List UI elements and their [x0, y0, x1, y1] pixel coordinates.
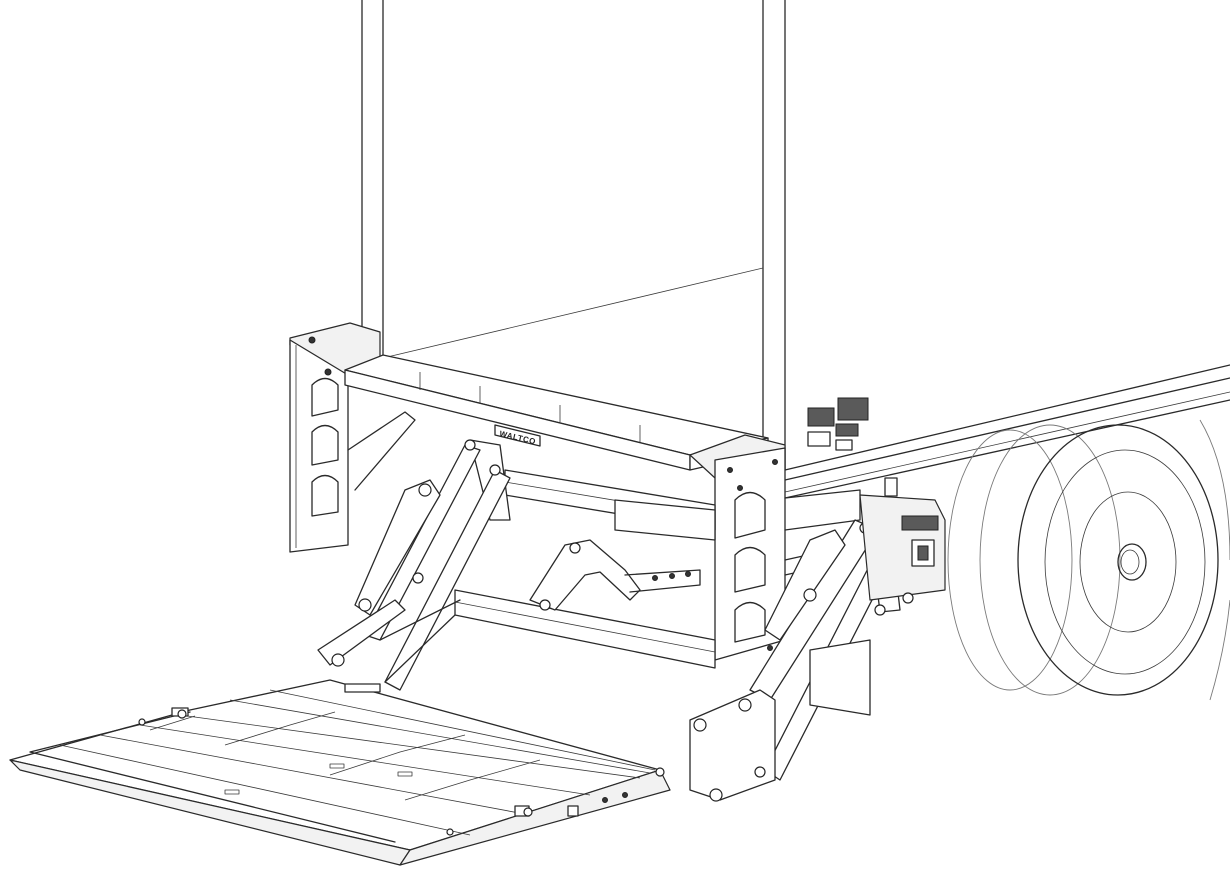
left-corner-post — [289, 322, 416, 553]
truck-body — [361, 0, 1230, 499]
right-lift-arms — [689, 477, 946, 802]
warning-decals — [807, 397, 869, 451]
waltco-logo-plate: WALTCO — [494, 424, 541, 447]
platform — [9, 679, 671, 866]
right-corner-post — [689, 434, 786, 661]
left-lift-arms — [317, 439, 511, 691]
lift-frame — [454, 469, 861, 669]
rear-wheels — [947, 419, 1230, 701]
